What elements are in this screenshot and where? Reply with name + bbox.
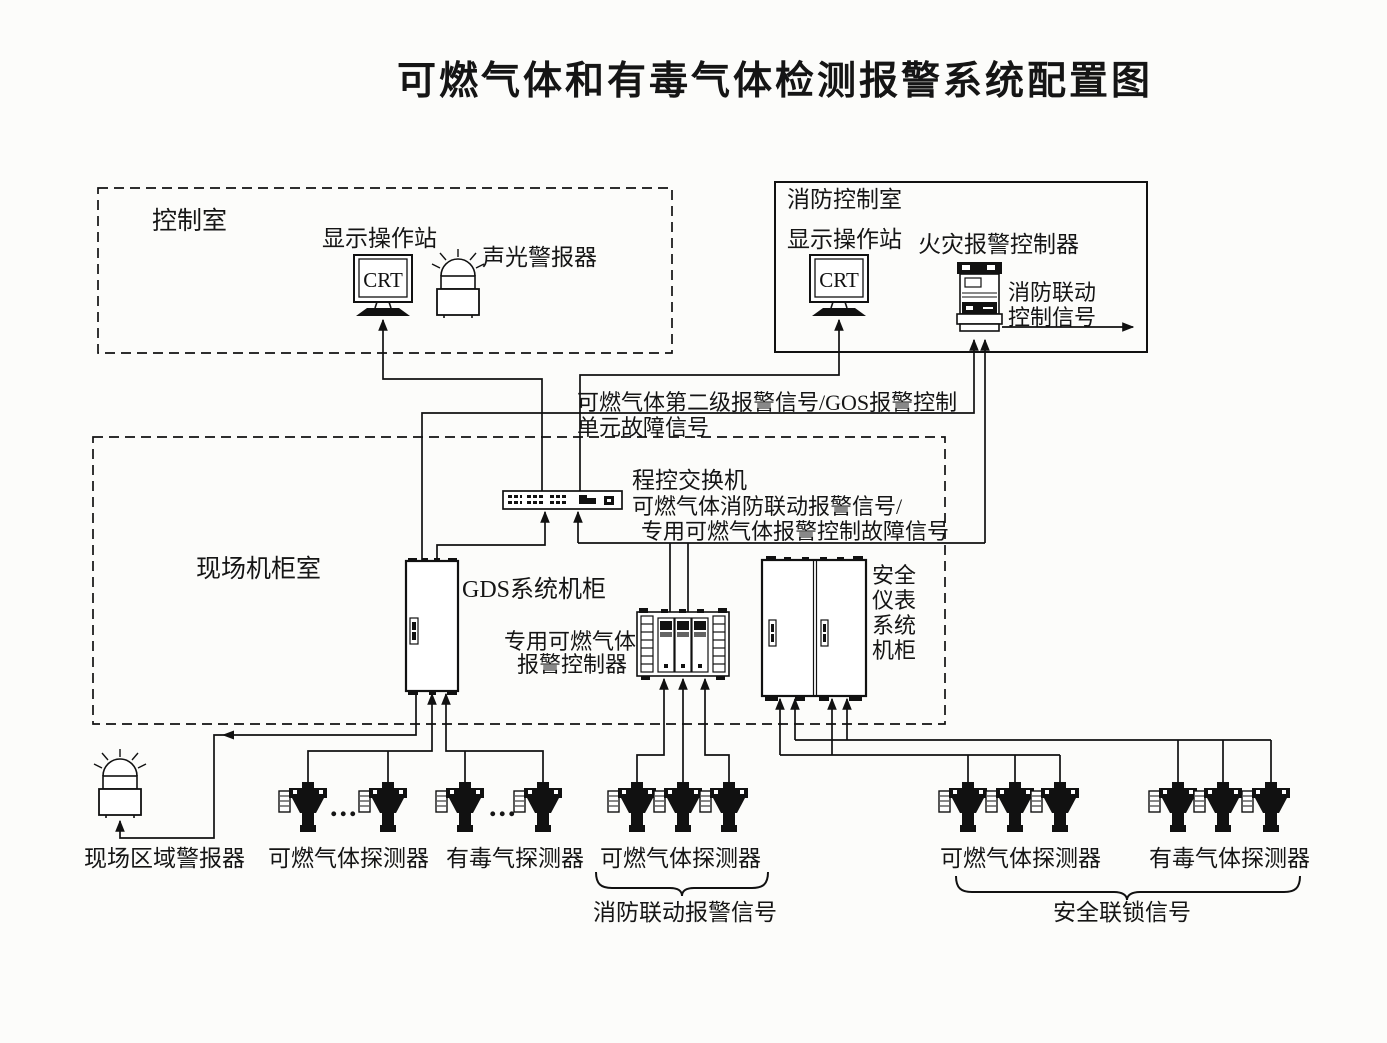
network-switch-icon [502, 490, 623, 510]
sound-light-beacon-icon [431, 248, 485, 319]
toxic-detector-label-left: 有毒气探测器 [446, 846, 584, 871]
gas-detector-icon [938, 781, 988, 833]
second-level-signal-line1: 可燃气体第二级报警信号/GOS报警控制 [577, 390, 958, 415]
linkage-alarm-signal-line1: 可燃气体消防联动报警信号/ [632, 494, 903, 519]
switch-label: 程控交换机 [632, 468, 747, 493]
control-room-label: 控制室 [152, 208, 228, 235]
safety-interlock-group-label: 安全联锁信号 [1053, 900, 1191, 925]
field-cabinet-room-label: 现场机柜室 [196, 556, 322, 583]
toxic-detector-label-right: 有毒气体探测器 [1149, 846, 1310, 871]
gas-detector-icon [513, 781, 563, 833]
dedicated-controller-label-line1: 专用可燃气体 [504, 629, 637, 654]
sound-light-beacon-label: 声光警报器 [482, 245, 597, 270]
linkage-alarm-signal-line2: 专用可燃气体报警控制故障信号 [641, 519, 950, 544]
gas-detector-icon [358, 781, 408, 833]
fire-linkage-signal-line1: 消防联动 [1008, 280, 1097, 305]
fire-linkage-group-label: 消防联动报警信号 [593, 900, 777, 925]
gas-detector-icon [653, 781, 703, 833]
sis-cabinet-icon [760, 556, 868, 701]
control-room-box [97, 187, 673, 354]
fire-alarm-controller-icon [956, 262, 1003, 332]
gds-cabinet-label: GDS系统机柜 [462, 577, 607, 603]
crt-monitor-icon: CRT [809, 254, 869, 316]
combustible-detector-label-middle: 可燃气体探测器 [600, 846, 761, 871]
crt-monitor-icon: CRT [353, 254, 413, 316]
gas-detector-icon [1030, 781, 1080, 833]
sis-cabinet-label: 安全 仪表 系统 机柜 [872, 563, 917, 663]
combustible-detector-label-right: 可燃气体探测器 [940, 846, 1101, 871]
area-alarm-label: 现场区域警报器 [84, 846, 245, 871]
dedicated-controller-label-line2: 报警控制器 [517, 652, 628, 677]
gas-detector-icon [278, 781, 328, 833]
gds-cabinet-icon [404, 558, 460, 695]
fire-alarm-controller-label: 火灾报警控制器 [918, 232, 1079, 257]
ellipsis-left-toxic: ... [489, 790, 518, 823]
fire-control-room-box [774, 181, 1148, 353]
gas-detector-icon [699, 781, 749, 833]
gas-detector-icon [435, 781, 485, 833]
area-alarm-beacon-icon [93, 748, 147, 819]
fire-control-room-label: 消防控制室 [787, 187, 902, 212]
gas-detector-icon [1193, 781, 1243, 833]
wiring-lines [115, 318, 1272, 839]
gas-detector-icon [985, 781, 1035, 833]
ellipsis-left-combustible: ... [330, 790, 359, 823]
dedicated-controller-icon [636, 608, 730, 680]
display-station-label-left: 显示操作站 [322, 226, 437, 251]
crt-text: CRT [363, 268, 403, 292]
group-braces [595, 871, 1301, 901]
page-title: 可燃气体和有毒气体检测报警系统配置图 [396, 60, 1153, 103]
crt-text: CRT [819, 268, 859, 292]
second-level-signal-line2: 单元故障信号 [577, 415, 710, 440]
gas-detector-icon [1241, 781, 1291, 833]
fire-linkage-signal-line2: 控制信号 [1008, 305, 1097, 330]
display-station-label-right: 显示操作站 [787, 227, 902, 252]
gas-detector-icon [607, 781, 657, 833]
gas-detector-icon [1148, 781, 1198, 833]
field-cabinet-room-box [92, 436, 946, 725]
combustible-detector-label-left: 可燃气体探测器 [268, 846, 429, 871]
